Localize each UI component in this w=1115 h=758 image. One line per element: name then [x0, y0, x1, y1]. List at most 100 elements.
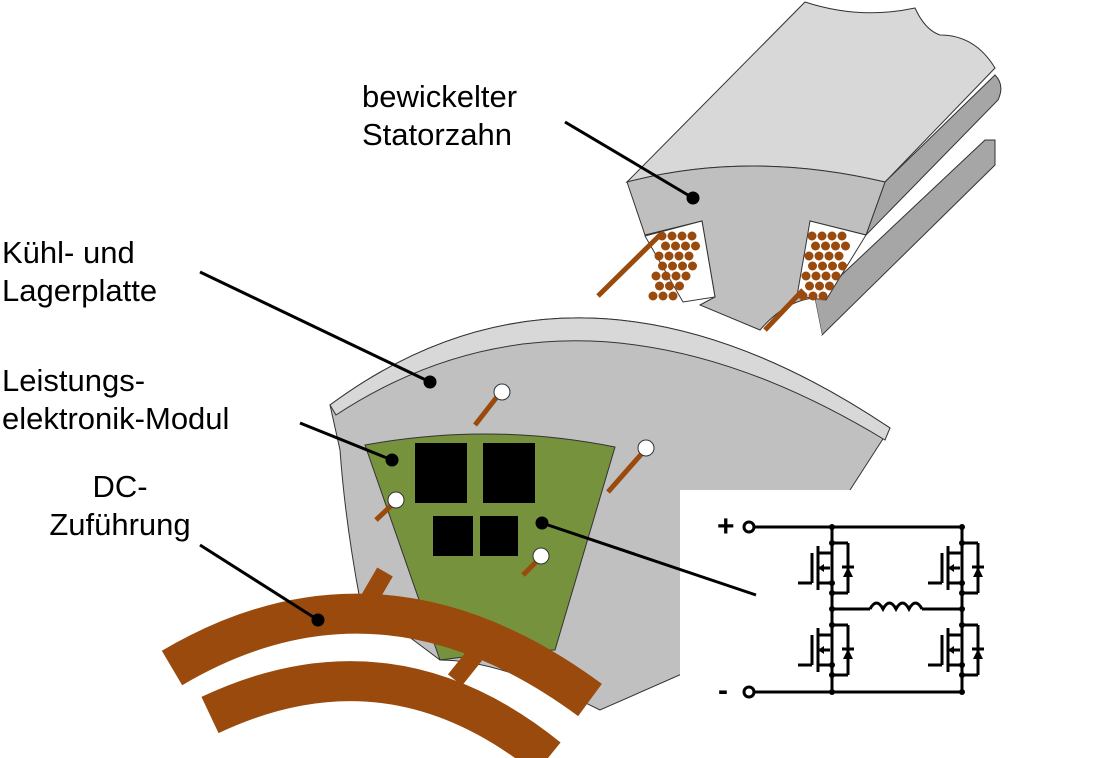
chip [433, 516, 473, 556]
wire [681, 271, 691, 281]
wire [838, 261, 847, 271]
wire [821, 241, 830, 251]
wire [825, 281, 834, 291]
node [829, 622, 835, 628]
wire [668, 291, 678, 301]
slot-right [796, 220, 867, 301]
wire [665, 281, 674, 291]
node [829, 540, 835, 546]
wire [671, 241, 680, 251]
wire [805, 281, 814, 291]
wire [828, 261, 837, 271]
label-line: DC- [92, 469, 148, 504]
node [829, 662, 835, 668]
wire [661, 271, 671, 281]
wire [837, 231, 847, 241]
wire [808, 261, 817, 271]
label-cooling-plate: Kühl- und Lagerplatte [2, 234, 157, 310]
wire [675, 281, 684, 291]
chip [480, 516, 518, 556]
wire [655, 281, 664, 291]
node [959, 540, 965, 546]
label-stator-tooth: bewickelter Statorzahn [362, 78, 517, 154]
wire [811, 271, 821, 281]
wire [815, 281, 824, 291]
arrow [948, 564, 954, 572]
wire [654, 251, 664, 261]
wire [684, 251, 694, 261]
label-line: bewickelter [362, 79, 518, 114]
pins [374, 383, 655, 577]
wire [801, 271, 811, 281]
wire [811, 241, 820, 251]
wire [688, 261, 697, 271]
label-power-module: Leistungs- elektronik-Modul [2, 362, 229, 438]
diode [843, 649, 853, 659]
node [829, 524, 835, 530]
wire [651, 271, 661, 281]
inductor [868, 601, 924, 613]
wire [807, 231, 817, 241]
wire [821, 271, 831, 281]
wire [808, 291, 818, 301]
wire [824, 251, 834, 261]
chip [483, 443, 535, 503]
label-line: Leistungs- [2, 363, 146, 398]
wire [678, 261, 687, 271]
wire [841, 241, 850, 251]
label-line: Lagerplatte [2, 273, 158, 308]
wire [818, 261, 827, 271]
node [959, 580, 965, 586]
node [959, 689, 965, 695]
wire [667, 231, 677, 241]
dc-bars [161, 567, 602, 758]
wire [834, 251, 844, 261]
wire [831, 241, 840, 251]
diode [973, 649, 983, 659]
wire [814, 251, 824, 261]
wire [818, 291, 828, 301]
stator-tooth [596, 1, 1002, 332]
slot-left [644, 220, 716, 303]
wire [804, 251, 814, 261]
chip [415, 443, 467, 503]
wire [648, 291, 658, 301]
wire [668, 261, 677, 271]
wire [831, 271, 841, 281]
circuit [680, 490, 1015, 720]
wire [664, 251, 674, 261]
node [959, 672, 965, 678]
plus-terminal [742, 520, 756, 534]
diode [973, 567, 983, 577]
coil-left [648, 231, 700, 301]
node [829, 689, 835, 695]
node [829, 590, 835, 596]
minus-terminal [742, 685, 756, 699]
label-line: Kühl- und [2, 235, 135, 270]
plus-terminal-label: + [717, 510, 735, 543]
leader-lines [199, 120, 757, 627]
node [959, 590, 965, 596]
arrow [818, 646, 824, 654]
wire [674, 251, 684, 261]
wire [691, 241, 700, 251]
wire [658, 261, 667, 271]
wire [677, 231, 687, 241]
wire [827, 231, 837, 241]
label-dc-supply: DC- Zuführung [30, 468, 210, 544]
wire [661, 241, 670, 251]
node [959, 622, 965, 628]
node [959, 662, 965, 668]
node [959, 524, 965, 530]
arrow [818, 564, 824, 572]
coil-right [798, 231, 850, 301]
wire [817, 231, 827, 241]
wire [658, 291, 668, 301]
node [829, 580, 835, 586]
label-line: elektronik-Modul [2, 401, 230, 436]
minus-terminal-label: - [718, 674, 728, 707]
wire [681, 241, 690, 251]
diode [843, 567, 853, 577]
wire [671, 271, 681, 281]
